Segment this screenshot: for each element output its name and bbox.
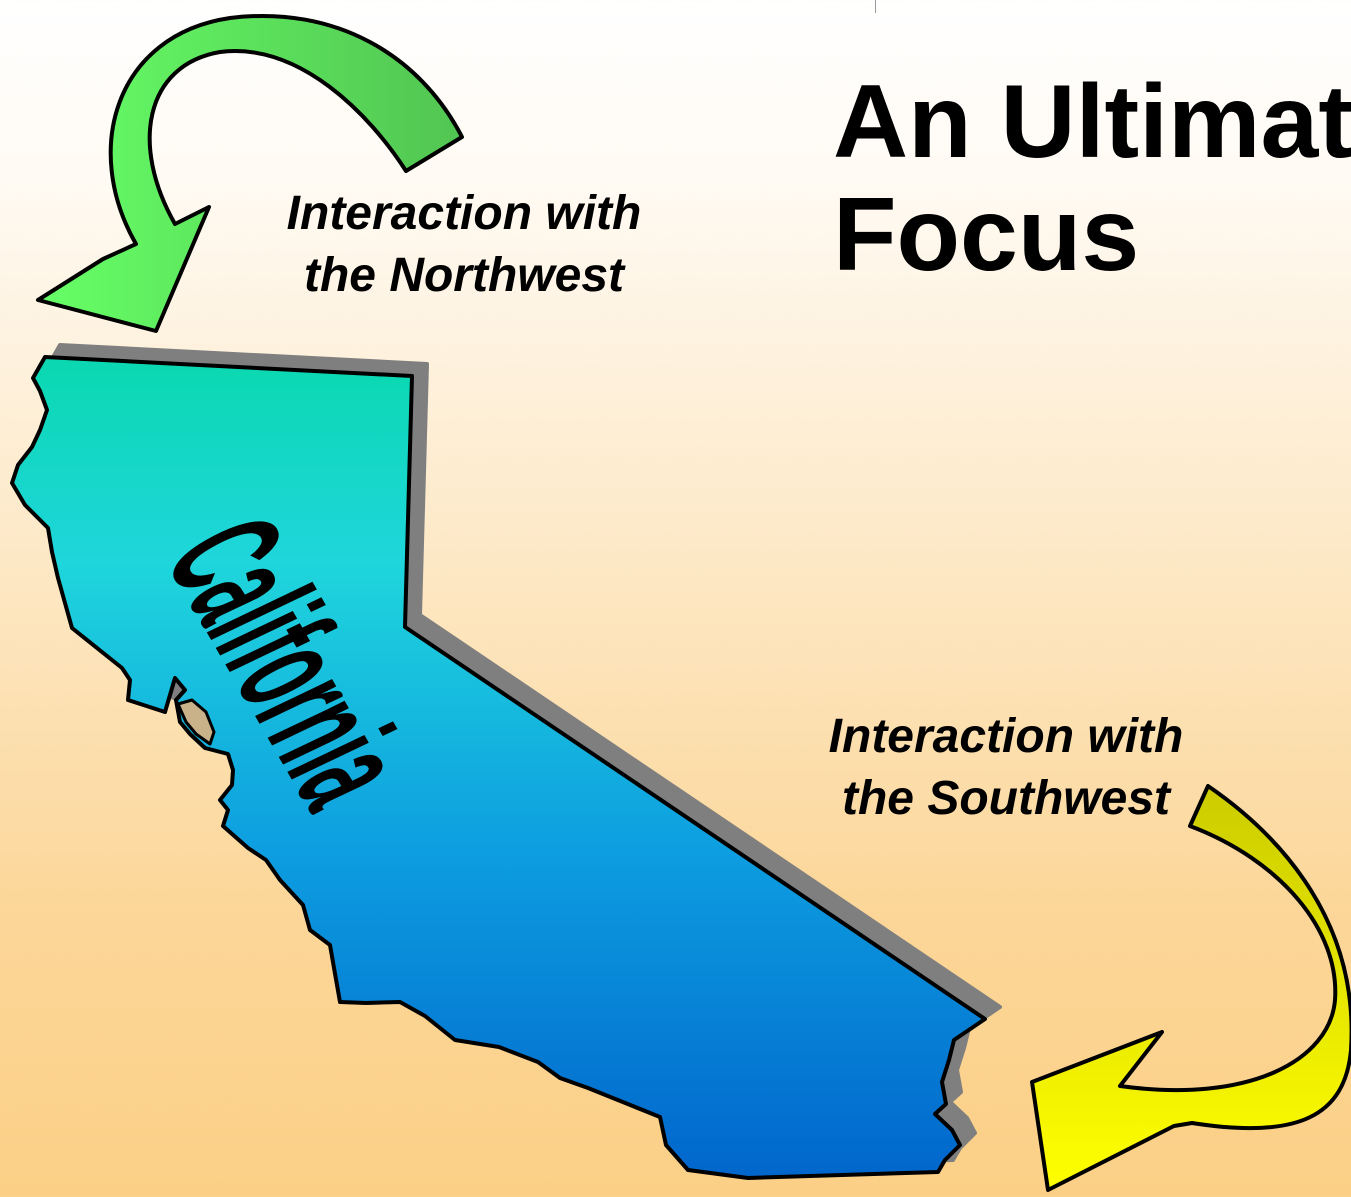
- northwest-caption-line-1: Interaction with: [286, 187, 642, 240]
- slide-title-line-2: Focus: [833, 177, 1140, 293]
- southwest-caption-line-2: the Southwest: [841, 772, 1170, 825]
- curved-arrow-icon: [1030, 784, 1351, 1192]
- northwest-caption-line-2: the Northwest: [303, 249, 624, 302]
- southwest-caption: Interaction with the Southwest: [804, 706, 1208, 830]
- curved-arrow-icon: [36, 13, 464, 333]
- california-map-icon: [10, 355, 987, 1180]
- slide-title-line-1: An Ultimat: [833, 64, 1351, 180]
- slide-title: An Ultimat Focus: [833, 66, 1351, 292]
- southwest-caption-line-1: Interaction with: [828, 710, 1184, 763]
- top-edge-tick: [875, 0, 876, 13]
- northwest-caption: Interaction with the Northwest: [262, 183, 666, 307]
